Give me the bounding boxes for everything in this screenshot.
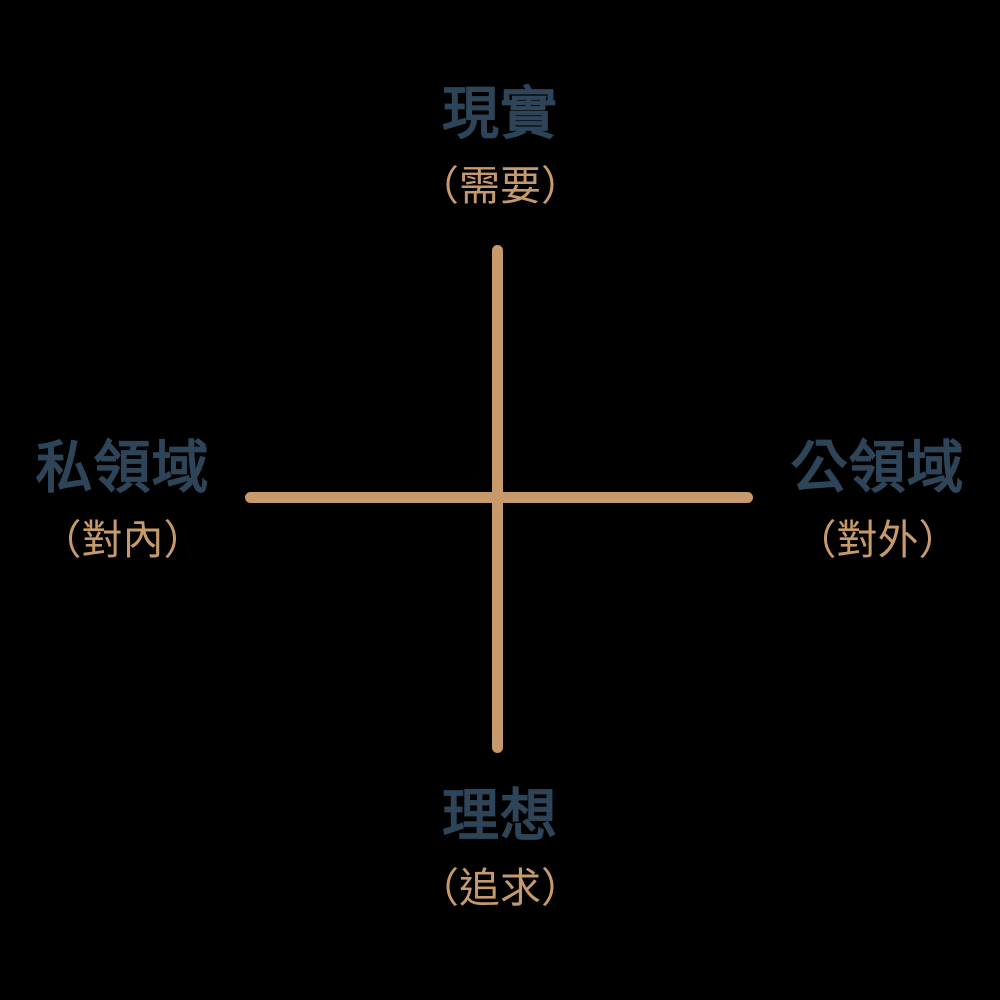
axis-label-bottom: 理想 （追求） — [0, 783, 1000, 912]
axis-label-left-main: 私領域 — [35, 435, 210, 501]
axis-label-right-main: 公領域 — [790, 435, 965, 501]
axis-label-top-main: 現實 — [442, 81, 558, 147]
axis-label-right: 公領域 （對外） — [755, 435, 1000, 564]
axis-label-left-sub: （對內） — [40, 515, 205, 564]
axis-label-top-sub: （需要） — [418, 161, 582, 210]
axis-label-left: 私領域 （對內） — [0, 435, 245, 564]
axis-label-top: 現實 （需要） — [0, 81, 1000, 210]
axis-label-right-sub: （對外） — [795, 515, 960, 564]
axis-label-bottom-main: 理想 — [442, 783, 558, 849]
axis-label-bottom-sub: （追求） — [418, 863, 582, 912]
vertical-axis — [492, 245, 503, 753]
